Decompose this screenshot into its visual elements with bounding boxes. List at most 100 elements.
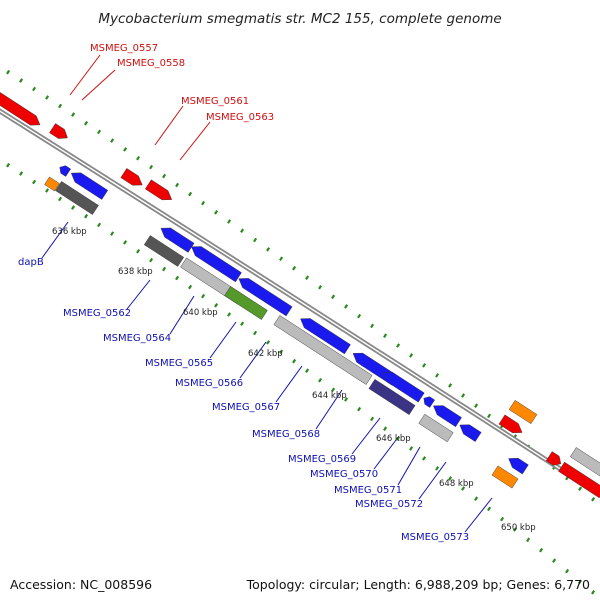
ring-dot: [32, 86, 37, 92]
ring-dot: [227, 312, 232, 317]
label-connector-line: [418, 461, 447, 500]
gene-label-msmeg-0565[interactable]: MSMEG_0565: [145, 358, 213, 369]
ring-dot: [591, 497, 596, 502]
gene-label-msmeg-0567[interactable]: MSMEG_0567: [212, 402, 280, 413]
gene-arrow-msmeg-0563[interactable]: [144, 179, 174, 204]
label-connector-line: [69, 54, 101, 96]
gene-box-msmeg-0569[interactable]: [368, 379, 416, 415]
gene-label-msmeg-0572[interactable]: MSMEG_0572: [355, 499, 423, 510]
ring-dot: [435, 373, 440, 378]
gene-arrow-msmeg-0575[interactable]: [545, 451, 564, 469]
gene-label-msmeg-0573[interactable]: MSMEG_0573: [401, 532, 469, 543]
gene-arrow-msmeg-0570[interactable]: [421, 395, 435, 408]
gene-arrow-msmeg-0576[interactable]: [558, 461, 600, 502]
gene-label-msmeg-0563[interactable]: MSMEG_0563: [206, 112, 274, 123]
ring-dot: [266, 340, 271, 345]
tick-labels: 636 kbp 638 kbp 640 kbp 642 kbp 644 kbp …: [52, 227, 536, 533]
gene-box-msmeg-0565[interactable]: [224, 286, 268, 320]
gene-arrow-msmeg-0574[interactable]: [498, 414, 525, 437]
ring-dot: [357, 406, 362, 412]
ring-dot: [305, 275, 310, 280]
ring-dot: [123, 240, 128, 245]
ring-dot: [240, 321, 245, 326]
ring-dot: [97, 222, 102, 228]
ring-dot: [149, 257, 154, 263]
gene-label-msmeg-0570[interactable]: MSMEG_0570: [310, 469, 378, 480]
gene-box-msmeg-0566[interactable]: [273, 315, 373, 385]
ring-dot: [331, 387, 336, 393]
reverse-labels: dapB MSMEG_0562 MSMEG_0564 MSMEG_0565 MS…: [18, 257, 469, 543]
gene-label-msmeg-0562[interactable]: MSMEG_0562: [63, 308, 131, 319]
label-connector-line: [154, 105, 184, 146]
label-connector-line: [126, 279, 151, 310]
label-connector-line: [373, 439, 397, 470]
gene-box-msmeg-0571[interactable]: [418, 413, 454, 443]
ring-dot: [500, 516, 505, 522]
gene-box-msmeg-0562[interactable]: [143, 235, 185, 267]
ring-dot: [201, 200, 206, 206]
gene-label-msmeg-0564[interactable]: MSMEG_0564: [103, 333, 171, 344]
ring-dot: [84, 213, 89, 219]
ring-dot: [123, 147, 128, 152]
gene-label-msmeg-0568[interactable]: MSMEG_0568: [252, 429, 320, 440]
ring-dot: [110, 138, 115, 143]
gene-arrow-orange-left[interactable]: [44, 176, 60, 192]
gene-box-dark[interactable]: [55, 181, 99, 215]
tick-label-644: 644 kbp: [312, 391, 347, 401]
gene-box-msmeg-0573[interactable]: [491, 465, 519, 489]
ring-dot: [396, 343, 401, 348]
ring-dot: [175, 182, 180, 188]
gene-label-msmeg-0566[interactable]: MSMEG_0566: [175, 378, 243, 389]
tick-label-642: 642 kbp: [248, 349, 283, 359]
label-connector-line: [179, 121, 211, 161]
gene-arrow-msmeg-0573[interactable]: [506, 454, 529, 475]
label-connector-line: [315, 389, 343, 430]
ring-dot: [396, 436, 401, 441]
ring-dot: [461, 486, 466, 491]
ring-dot: [279, 256, 284, 262]
gene-label-msmeg-0557[interactable]: MSMEG_0557: [90, 43, 158, 54]
ring-dot: [487, 506, 492, 512]
gene-arrow-msmeg-0557[interactable]: [0, 86, 43, 130]
gene-arrow-msmeg-0566[interactable]: [298, 314, 351, 355]
gene-label-msmeg-0571[interactable]: MSMEG_0571: [334, 485, 402, 496]
ring-dot: [162, 266, 167, 272]
gene-arrow-msmeg-0568[interactable]: [380, 368, 425, 403]
ring-dot: [383, 426, 388, 431]
label-connector-line: [209, 321, 237, 359]
ring-dot: [214, 210, 219, 215]
feature-track: [0, 86, 600, 502]
gene-arrow-msmeg-0578[interactable]: [508, 400, 538, 424]
gene-arrow-dapb[interactable]: [68, 168, 109, 200]
label-connector-line: [41, 221, 69, 259]
ring-dot: [448, 383, 453, 388]
tick-label-636: 636 kbp: [52, 227, 87, 237]
ring-dot: [136, 155, 141, 161]
ring-dot: [591, 590, 596, 595]
gene-label-dapb[interactable]: dapB: [18, 257, 44, 268]
label-connector-line: [239, 341, 267, 379]
ring-dot: [136, 248, 141, 254]
gene-arrow-msmeg-0572[interactable]: [457, 420, 482, 442]
gene-label-msmeg-0569[interactable]: MSMEG_0569: [288, 454, 356, 465]
gene-arrow-small[interactable]: [57, 164, 71, 177]
gene-label-msmeg-0561[interactable]: MSMEG_0561: [181, 96, 249, 107]
tick-label-646: 646 kbp: [376, 434, 411, 444]
gene-label-msmeg-0558[interactable]: MSMEG_0558: [117, 58, 185, 69]
gene-arrow-msmeg-0565[interactable]: [236, 274, 293, 317]
ring-dot: [461, 393, 466, 398]
gene-arrow-msmeg-0561[interactable]: [120, 168, 145, 189]
gene-arrow-msmeg-0562[interactable]: [158, 224, 195, 253]
gene-arrow-msmeg-0571[interactable]: [430, 401, 462, 428]
backbone: [0, 108, 600, 498]
ring-dot: [305, 368, 310, 373]
gene-arrow-msmeg-0558[interactable]: [49, 123, 70, 142]
gene-arrow-msmeg-0564[interactable]: [189, 242, 242, 283]
ring-dot: [565, 568, 570, 574]
ring-dot: [474, 403, 479, 408]
tick-label-650: 650 kbp: [501, 523, 536, 533]
ring-dot: [71, 205, 76, 210]
ring-dot: [487, 413, 492, 419]
ring-dot: [162, 173, 167, 179]
